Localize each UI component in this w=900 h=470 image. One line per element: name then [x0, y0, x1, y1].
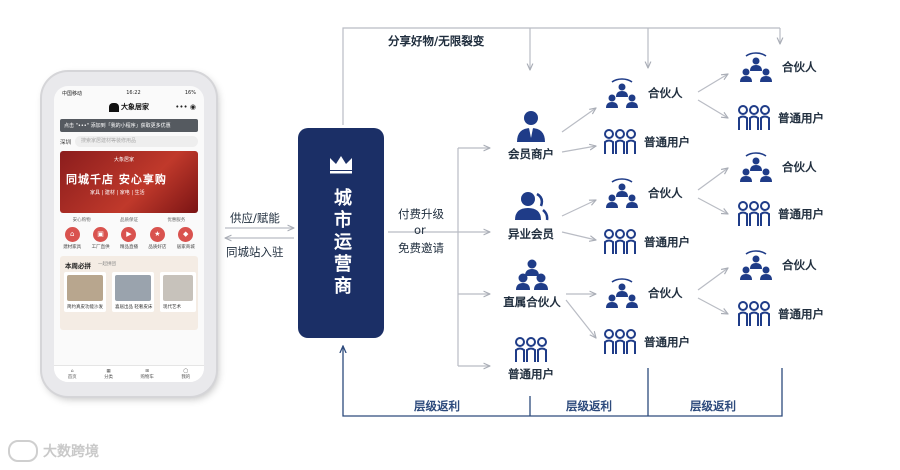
- product-card[interactable]: 简约真皮功能沙发: [64, 272, 106, 312]
- app-header: 大象居家 ••• ◉: [54, 97, 204, 117]
- carrier: 中国移动: [62, 91, 83, 97]
- mall-icon: ◆: [178, 227, 194, 242]
- team-icon: [516, 259, 548, 290]
- city-selector[interactable]: 深圳: [60, 139, 72, 146]
- product-card[interactable]: 喜居出品 轻奢皮床: [112, 272, 154, 312]
- tier2-partner-2: 合伙人: [602, 176, 683, 210]
- category-item[interactable]: ⌂建材家具: [63, 227, 81, 250]
- status-bar: 中国移动 16:22 16%: [54, 86, 204, 97]
- hero-banner[interactable]: 大象居家 同城千店 安心享购 家具 | 建材 | 家电 | 生活: [60, 151, 198, 213]
- upgrade-label: 付费升级: [398, 207, 444, 221]
- cross-member-node: 异业会员: [496, 188, 566, 242]
- phone-screen: 中国移动 16:22 16% 大象居家 ••• ◉ 点击 "•••" 添加到「我…: [54, 86, 204, 382]
- partner-cycle-icon: [740, 52, 772, 82]
- tier3-user-2: 普通用户: [736, 200, 824, 228]
- tier2-partner-1: 合伙人: [602, 76, 683, 110]
- share-label: 分享好物/无限裂变: [388, 34, 485, 48]
- direct-partner-node: 直属合伙人: [494, 258, 570, 310]
- phone-mockup: 中国移动 16:22 16% 大象居家 ••• ◉ 点击 "•••" 添加到「我…: [42, 72, 216, 396]
- partner-cycle-icon: [606, 78, 638, 108]
- elephant-icon: [109, 102, 119, 112]
- add-miniprogram-banner[interactable]: 点击 "•••" 添加到「我的小程序」获取更多优惠: [60, 119, 198, 132]
- service-tags: 安心购物 品质保证 优惠服务: [58, 217, 200, 223]
- tier2-user-3: 普通用户: [602, 328, 690, 356]
- weekly-title: 本周必拼: [65, 262, 91, 270]
- watermark-logo-icon: [8, 440, 38, 462]
- weekly-deals: 本周必拼 一起拼团 简约真皮功能沙发 喜居出品 轻奢皮床 现代艺术: [60, 256, 198, 330]
- more-icon[interactable]: ••• ◉: [175, 103, 196, 111]
- sofa-icon: ⌂: [64, 227, 80, 242]
- watermark: 大数跨境: [8, 440, 99, 462]
- partner-cycle-icon: [740, 250, 772, 280]
- users-outline-icon: [604, 329, 636, 354]
- hero-subtitle: 家具 | 建材 | 家电 | 生活: [90, 190, 145, 196]
- tier3-user-3: 普通用户: [736, 300, 824, 328]
- tab-mine[interactable]: ◯我的: [181, 368, 191, 380]
- clock: 16:22: [126, 90, 141, 96]
- users-outline-icon: [738, 201, 770, 226]
- weekly-subtitle: 一起拼团: [98, 262, 116, 267]
- member-merchant-node: 会员商户: [496, 108, 566, 162]
- product-card[interactable]: 现代艺术: [160, 272, 196, 312]
- app-logo: 大象居家: [109, 102, 149, 112]
- business-person-icon: [517, 111, 545, 142]
- or-label: or: [414, 223, 426, 237]
- rebate-label: 层级返利: [566, 399, 612, 413]
- tier2-user-2: 普通用户: [602, 228, 690, 256]
- tab-home[interactable]: ⌂首页: [67, 368, 77, 380]
- tab-category[interactable]: ▦分类: [104, 368, 114, 380]
- app-name: 大象居家: [121, 103, 149, 111]
- users-outline-icon: [738, 105, 770, 130]
- battery: 16%: [184, 90, 196, 96]
- factory-icon: ▣: [93, 227, 109, 242]
- users-outline-icon: [604, 129, 636, 154]
- users-outline-icon: [738, 301, 770, 326]
- invite-label: 免费邀请: [398, 241, 444, 255]
- search-row: 深圳 搜索家居建材等装修用品: [60, 136, 198, 147]
- crown-icon: [330, 156, 352, 174]
- hero-title: 同城千店 安心享购: [66, 173, 167, 186]
- partner-cycle-icon: [740, 152, 772, 182]
- category-item[interactable]: ▶精品直播: [120, 227, 138, 250]
- users-outline-icon: [604, 229, 636, 254]
- category-icons: ⌂建材家具 ▣工厂直供 ▶精品直播 ★品质好店 ◆居家商城: [58, 227, 200, 250]
- hero-logo: 大象居家: [114, 157, 135, 163]
- partner-cycle-icon: [606, 178, 638, 208]
- tier2-user-1: 普通用户: [602, 128, 690, 156]
- city-operator-title: 城市运营商: [331, 188, 352, 298]
- category-item[interactable]: ◆居家商城: [177, 227, 195, 250]
- city-operator-box: 城市运营商: [298, 128, 384, 338]
- local-entry-label: 同城站入驻: [226, 245, 284, 259]
- tag: 品质保证: [119, 218, 138, 223]
- tier2-partner-3: 合伙人: [602, 276, 683, 310]
- partner-cycle-icon: [606, 278, 638, 308]
- user-group-icon: [515, 192, 549, 221]
- supply-label: 供应/赋能: [230, 211, 280, 225]
- tag: 优惠服务: [167, 218, 186, 223]
- search-input[interactable]: 搜索家居建材等装修用品: [75, 136, 198, 147]
- shop-icon: ★: [149, 227, 165, 242]
- regular-user-node: 普通用户: [496, 336, 566, 382]
- category-item[interactable]: ★品质好店: [148, 227, 166, 250]
- users-outline-icon: [515, 337, 547, 362]
- tier3-user-1: 普通用户: [736, 104, 824, 132]
- tab-bar: ⌂首页 ▦分类 ⊞购物车 ◯我的: [54, 365, 204, 382]
- tab-cart[interactable]: ⊞购物车: [140, 368, 154, 380]
- tier3-partner-3: 合伙人: [736, 248, 817, 282]
- rebate-label: 层级返利: [690, 399, 736, 413]
- tag: 安心购物: [72, 218, 91, 223]
- category-item[interactable]: ▣工厂直供: [92, 227, 110, 250]
- rebate-label: 层级返利: [414, 399, 460, 413]
- tier3-partner-1: 合伙人: [736, 50, 817, 84]
- tier3-partner-2: 合伙人: [736, 150, 817, 184]
- live-icon: ▶: [121, 227, 137, 242]
